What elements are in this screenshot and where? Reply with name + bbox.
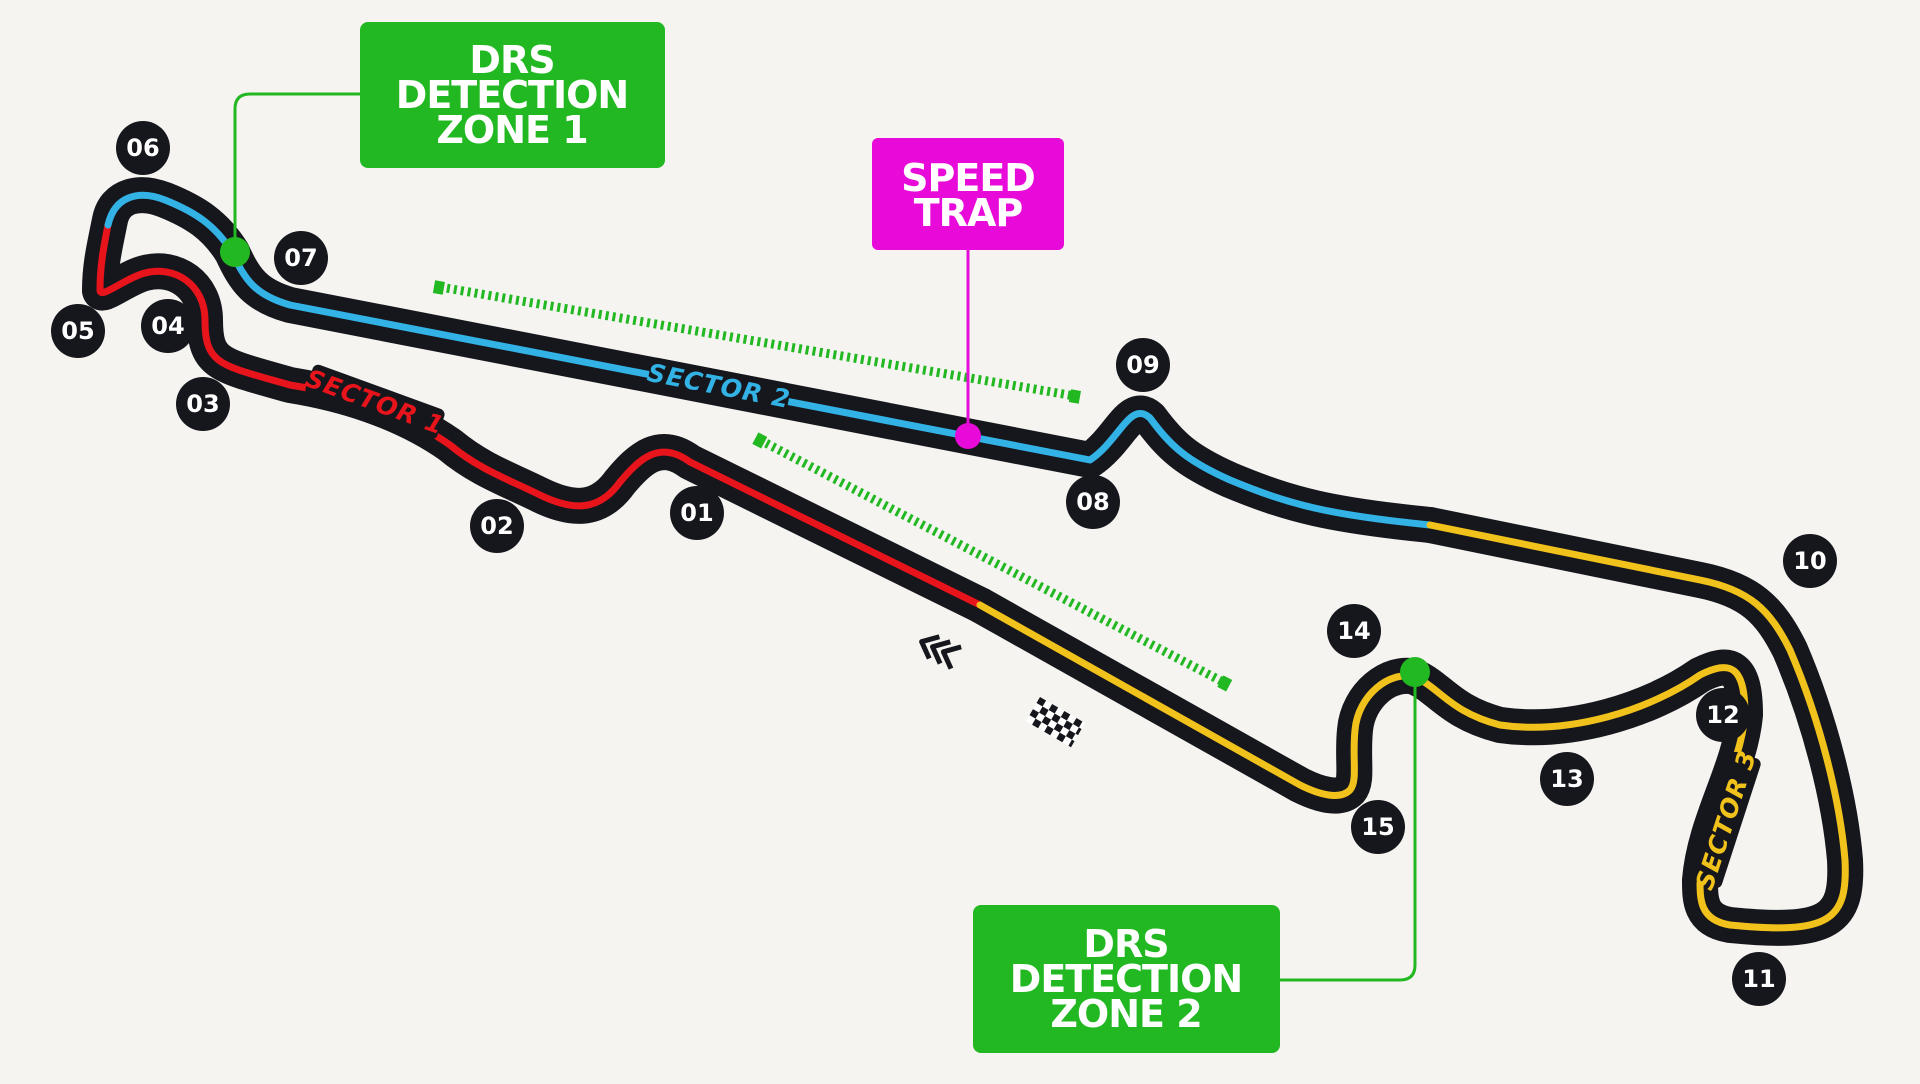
drs-zone-1-line-3: ZONE 1 [436,108,587,152]
drs-zone-2-line-2: DETECTION [1010,957,1242,1001]
drs-zone-1-box [360,22,665,168]
svg-text:15: 15 [1361,813,1394,841]
turn-marker: 13 [1540,752,1594,806]
svg-text:08: 08 [1076,488,1109,516]
drs-zone-2-box [973,905,1280,1053]
drs-zone-1-callout: DRS DETECTION ZONE 1 [360,22,665,168]
drs-zone-bar-1 [439,282,1076,401]
drs-zone-bar-2 [757,436,1228,687]
turn-marker: 15 [1351,800,1405,854]
drs-zone-bar-1-end [1068,389,1081,404]
turn-marker: 02 [470,499,524,553]
svg-text:13: 13 [1550,765,1583,793]
svg-text:12: 12 [1706,701,1739,729]
svg-text:05: 05 [61,317,94,345]
turn-marker: 07 [274,231,328,285]
speed-trap-box [872,138,1064,250]
turn-marker: 12 [1696,688,1750,742]
svg-text:14: 14 [1337,617,1370,645]
turn-marker: 03 [176,377,230,431]
sector1-label-bg [305,364,445,440]
turn-marker: 05 [51,304,105,358]
turn-markers: 01 02 03 04 05 06 07 08 09 10 11 12 13 1… [51,121,1837,1006]
leader-lines [233,92,1417,982]
drs-zone-1-detection-point [220,237,250,267]
drs-zone-2-detection-point [1400,657,1430,687]
start-finish-flag-icon [1026,697,1086,748]
turn-marker: 14 [1327,604,1381,658]
speed-trap-line-2: TRAP [914,191,1023,235]
drs-zone-2-line-1: DRS [1083,922,1168,966]
speed-trap-callout: SPEED TRAP [872,138,1064,250]
drs-zone-1-line-1: DRS [469,38,554,82]
drs-zone-1-leader [233,92,360,252]
drs-zone-1-line-2: DETECTION [396,73,628,117]
track-band-sector1 [82,253,998,623]
track [82,177,1864,946]
drs-zone-bars [432,280,1233,692]
turn-marker: 06 [116,121,170,175]
direction-chevrons-icon [919,634,962,670]
turn-marker: 04 [141,299,195,353]
svg-text:07: 07 [284,244,317,272]
svg-text:03: 03 [186,390,219,418]
turn-marker: 01 [670,486,724,540]
drs-zone-bar-2-end [1217,675,1233,692]
speed-trap-point [955,423,981,449]
turn-marker: 10 [1783,534,1837,588]
svg-text:06: 06 [126,134,159,162]
svg-text:09: 09 [1126,351,1159,379]
svg-text:11: 11 [1742,965,1775,993]
svg-text:02: 02 [480,512,513,540]
drs-zone-2-line-3: ZONE 2 [1050,992,1201,1036]
drs-zone-bar-2-start [752,432,768,449]
turn-marker: 08 [1066,475,1120,529]
sector3-label-bg [1691,751,1761,889]
drs-zone-2-leader [1280,672,1417,982]
svg-text:10: 10 [1793,547,1826,575]
svg-text:04: 04 [151,312,184,340]
sector2-label-bg [647,357,791,415]
turn-marker: 09 [1116,338,1170,392]
svg-text:01: 01 [680,499,713,527]
drs-zone-2-callout: DRS DETECTION ZONE 2 [973,905,1280,1053]
drs-zone-bar-1-start [432,280,445,295]
speed-trap-line-1: SPEED [901,156,1035,200]
sector2-stripe [104,191,1434,529]
turn-marker: 11 [1732,952,1786,1006]
